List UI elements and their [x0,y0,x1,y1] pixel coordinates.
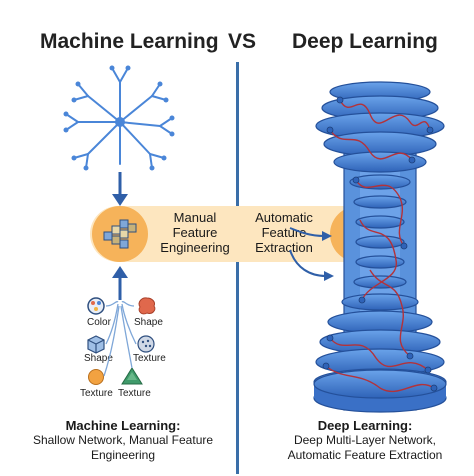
ml-title: Machine Learning [40,30,219,53]
color-palette-icon [87,297,105,315]
shape-cube-icon [87,335,105,354]
dl-caption-title: Deep Learning: [317,418,413,433]
dl-title: Deep Learning [292,30,438,53]
ml-caption-title: Machine Learning: [65,418,181,433]
texture-triangle-icon [121,367,143,385]
texture-circle-icon [88,369,104,385]
feature-label-texture-1: Texture [133,353,166,364]
feature-label-color: Color [87,317,111,328]
dl-caption-line2: Automatic Feature Extraction [287,448,443,462]
texture-sphere-icon [137,335,155,353]
deep-network-tower-icon [313,81,447,413]
vs-label: VS [228,30,257,53]
feature-label-shape-2: Shape [84,353,113,364]
feature-label-texture-2: Texture [80,388,113,399]
ml-caption-line1: Shallow Network, Manual Feature [32,433,214,447]
center-divider [236,62,239,474]
dl-caption-line1: Deep Multi-Layer Network, [293,433,437,447]
feature-label-texture-3: Texture [118,388,151,399]
dl-caption: Deep Learning: Deep Multi-Layer Network,… [262,418,468,463]
ml-caption-line2: Engineering [90,448,156,462]
ml-caption: Machine Learning: Shallow Network, Manua… [28,418,218,463]
feature-label-shape-1: Shape [134,317,163,328]
shape-blob-icon [138,297,156,315]
feature-pieces-icon [103,219,137,249]
ml-band-label: Manual Feature Engineering [160,210,230,255]
dl-band-label: Automatic Feature Extraction [255,210,313,255]
